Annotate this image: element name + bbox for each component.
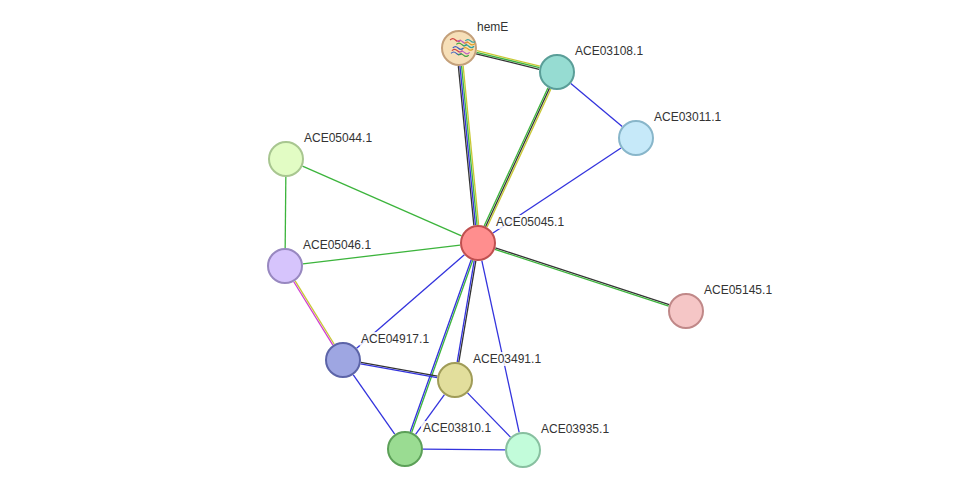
evidence-line (486, 88, 550, 226)
node-label: ACE05145.1 (702, 283, 774, 297)
node-label: ACE05044.1 (302, 131, 374, 145)
protein-node: ACE03491.1 (437, 362, 473, 398)
interaction-edge (410, 260, 472, 433)
evidence-line (484, 88, 548, 226)
evidence-line (571, 84, 622, 127)
node-label: ACE04917.1 (359, 332, 431, 346)
protein-node: ACE03810.1 (387, 431, 423, 467)
protein-node: ACE05145.1 (668, 293, 704, 329)
evidence-line (462, 66, 478, 225)
evidence-line (476, 54, 539, 69)
protein-node: ACE04917.1 (325, 342, 361, 378)
protein-node: ACE03011.1 (618, 120, 654, 156)
node-label: ACE03491.1 (471, 352, 543, 366)
interaction-edge (457, 261, 476, 363)
evidence-line (458, 66, 474, 225)
interaction-edge (302, 166, 461, 236)
interaction-edge (357, 255, 465, 348)
protein-node: ACE05044.1 (268, 141, 304, 177)
node-label: ACE03810.1 (421, 421, 493, 435)
interaction-edge (493, 148, 621, 233)
evidence-line (495, 248, 669, 305)
evidence-line (460, 66, 476, 225)
evidence-line (495, 249, 669, 306)
interaction-edge (571, 84, 622, 127)
node-label: hemE (475, 20, 510, 34)
protein-node: ACE03935.1 (505, 432, 541, 468)
evidence-line (477, 51, 540, 66)
protein-node: hemE (441, 30, 477, 66)
node-label: ACE03011.1 (652, 110, 723, 124)
protein-node: ACE05045.1 (460, 225, 496, 261)
protein-node: ACE03108.1 (539, 54, 575, 90)
interaction-edge (458, 66, 478, 226)
evidence-line (294, 282, 333, 345)
structure-icon (443, 32, 475, 64)
interaction-edge (423, 449, 505, 451)
evidence-line (423, 449, 505, 451)
evidence-line (302, 166, 461, 236)
protein-node: ACE05046.1 (267, 248, 303, 284)
node-label: ACE05045.1 (494, 215, 566, 229)
evidence-line (353, 375, 394, 434)
evidence-line (476, 52, 539, 67)
evidence-line (482, 261, 519, 433)
evidence-line (493, 148, 621, 233)
interaction-edge (484, 88, 551, 228)
interaction-edge (495, 248, 669, 306)
interaction-edge (361, 362, 438, 377)
evidence-line (487, 89, 551, 227)
evidence-line (295, 281, 334, 344)
evidence-line (412, 260, 473, 432)
node-label: ACE03108.1 (573, 44, 645, 58)
evidence-line (361, 364, 438, 378)
evidence-line (361, 362, 438, 376)
interaction-edge (294, 281, 334, 345)
node-label: ACE03935.1 (539, 422, 611, 436)
node-label: ACE05046.1 (301, 238, 373, 252)
interaction-edge (285, 177, 287, 248)
evidence-line (357, 255, 465, 348)
evidence-line (285, 177, 287, 248)
interaction-edge (482, 261, 519, 433)
interaction-edge (476, 51, 540, 70)
interaction-edge (353, 375, 394, 434)
